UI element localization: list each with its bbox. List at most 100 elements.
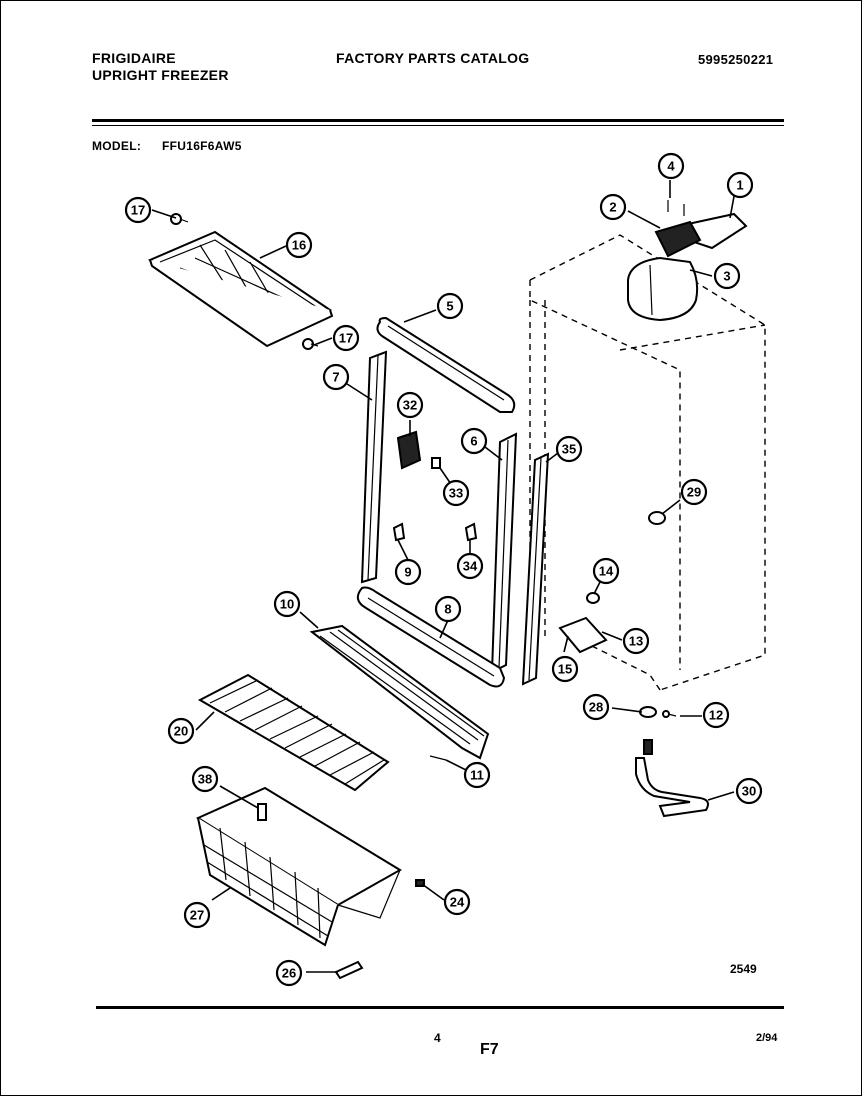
svg-text:20: 20 bbox=[174, 724, 188, 739]
model-label: MODEL: bbox=[92, 139, 142, 153]
part-35-strip bbox=[521, 452, 550, 686]
page-number: 4 bbox=[434, 1031, 441, 1045]
part-30-drain-tube bbox=[635, 757, 709, 818]
part-20-wire-shelf bbox=[197, 673, 390, 792]
part-13-bracket bbox=[558, 616, 608, 654]
part-8-bottom-gasket bbox=[356, 586, 506, 688]
svg-text:30: 30 bbox=[742, 784, 756, 799]
part-6-right-gasket bbox=[490, 432, 518, 674]
catalog-part-number: 5995250221 bbox=[698, 52, 774, 67]
catalog-title: FACTORY PARTS CATALOG bbox=[336, 50, 530, 66]
svg-text:12: 12 bbox=[709, 708, 723, 723]
callout-33: 33 bbox=[442, 479, 470, 507]
callout-15: 15 bbox=[551, 655, 579, 683]
part-3-control-housing bbox=[627, 256, 699, 322]
header-rule-thin bbox=[92, 125, 784, 126]
part-4-screws bbox=[667, 200, 685, 216]
svg-text:33: 33 bbox=[449, 486, 463, 501]
part-24-clip bbox=[415, 879, 425, 887]
callout-38: 38 bbox=[191, 765, 219, 793]
callout-12: 12 bbox=[702, 701, 730, 729]
callout-2: 2 bbox=[599, 193, 627, 221]
part-12-screw bbox=[662, 710, 677, 718]
callout-34: 34 bbox=[456, 552, 484, 580]
svg-text:17: 17 bbox=[131, 203, 145, 218]
figure-id: 2549 bbox=[730, 962, 757, 976]
part-17-screw-lower bbox=[302, 338, 319, 350]
callout-5: 5 bbox=[436, 292, 464, 320]
svg-text:5: 5 bbox=[446, 299, 453, 314]
footer-rule bbox=[96, 1006, 784, 1009]
brand-name: FRIGIDAIRE bbox=[92, 50, 176, 66]
callout-30: 30 bbox=[735, 777, 763, 805]
part-38-handle bbox=[257, 803, 267, 821]
part-28-fitting bbox=[639, 706, 657, 755]
callout-32: 32 bbox=[396, 391, 424, 419]
callout-6: 6 bbox=[460, 427, 488, 455]
svg-text:24: 24 bbox=[450, 895, 465, 910]
callout-35: 35 bbox=[555, 435, 583, 463]
part-34-bracket bbox=[464, 522, 478, 542]
callout-1: 1 bbox=[726, 171, 754, 199]
svg-text:38: 38 bbox=[198, 772, 212, 787]
callout-9: 9 bbox=[394, 558, 422, 586]
svg-text:3: 3 bbox=[723, 269, 730, 284]
callouts: 1 2 3 4 5 6 7 8 9 10 11 12 13 14 15 16 1… bbox=[124, 152, 763, 987]
callout-4: 4 bbox=[657, 152, 685, 180]
svg-text:13: 13 bbox=[629, 634, 643, 649]
svg-text:10: 10 bbox=[280, 597, 294, 612]
svg-text:15: 15 bbox=[558, 662, 572, 677]
part-11-screw bbox=[429, 755, 447, 761]
svg-text:29: 29 bbox=[687, 485, 701, 500]
svg-text:11: 11 bbox=[470, 768, 484, 783]
part-7-left-gasket bbox=[360, 350, 388, 584]
part-16-shelf-panel bbox=[147, 230, 334, 348]
header-rule bbox=[92, 119, 784, 122]
svg-text:9: 9 bbox=[404, 565, 411, 580]
svg-text:17: 17 bbox=[339, 331, 353, 346]
callout-13: 13 bbox=[622, 627, 650, 655]
svg-text:1: 1 bbox=[736, 178, 743, 193]
revision-date: 2/94 bbox=[756, 1032, 778, 1044]
callout-27: 27 bbox=[183, 901, 211, 929]
callout-14: 14 bbox=[592, 557, 620, 585]
section-code: F7 bbox=[480, 1041, 499, 1058]
callout-10: 10 bbox=[273, 590, 301, 618]
svg-text:35: 35 bbox=[562, 442, 576, 457]
part-1-bracket bbox=[686, 212, 748, 250]
callout-28: 28 bbox=[582, 693, 610, 721]
callout-20: 20 bbox=[167, 717, 195, 745]
part-14-nut bbox=[586, 592, 600, 604]
part-17-screw-top bbox=[170, 213, 189, 225]
part-29-plug bbox=[648, 511, 666, 525]
callout-17-lower: 17 bbox=[332, 324, 360, 352]
part-32-latch bbox=[396, 430, 422, 470]
part-33-clip bbox=[431, 457, 441, 469]
svg-text:26: 26 bbox=[282, 966, 296, 981]
svg-text:27: 27 bbox=[190, 908, 204, 923]
callout-16: 16 bbox=[285, 231, 313, 259]
svg-text:4: 4 bbox=[667, 159, 675, 174]
svg-text:16: 16 bbox=[292, 238, 306, 253]
part-27-basket bbox=[195, 786, 402, 947]
svg-text:7: 7 bbox=[332, 370, 339, 385]
callout-7: 7 bbox=[322, 363, 350, 391]
svg-text:6: 6 bbox=[470, 434, 477, 449]
callout-8: 8 bbox=[434, 595, 462, 623]
part-26-pin bbox=[334, 960, 364, 980]
part-2-thermostat bbox=[654, 220, 702, 258]
callout-29: 29 bbox=[680, 478, 708, 506]
svg-text:28: 28 bbox=[589, 700, 603, 715]
svg-text:32: 32 bbox=[403, 398, 417, 413]
svg-text:8: 8 bbox=[444, 602, 451, 617]
callout-3: 3 bbox=[713, 262, 741, 290]
model-number: FFU16F6AW5 bbox=[162, 139, 242, 153]
svg-text:34: 34 bbox=[463, 559, 478, 574]
part-5-top-gasket bbox=[376, 316, 516, 413]
part-10-grille bbox=[309, 624, 490, 760]
callout-24: 24 bbox=[443, 888, 471, 916]
callout-11: 11 bbox=[463, 761, 491, 789]
product-type: UPRIGHT FREEZER bbox=[92, 67, 229, 83]
